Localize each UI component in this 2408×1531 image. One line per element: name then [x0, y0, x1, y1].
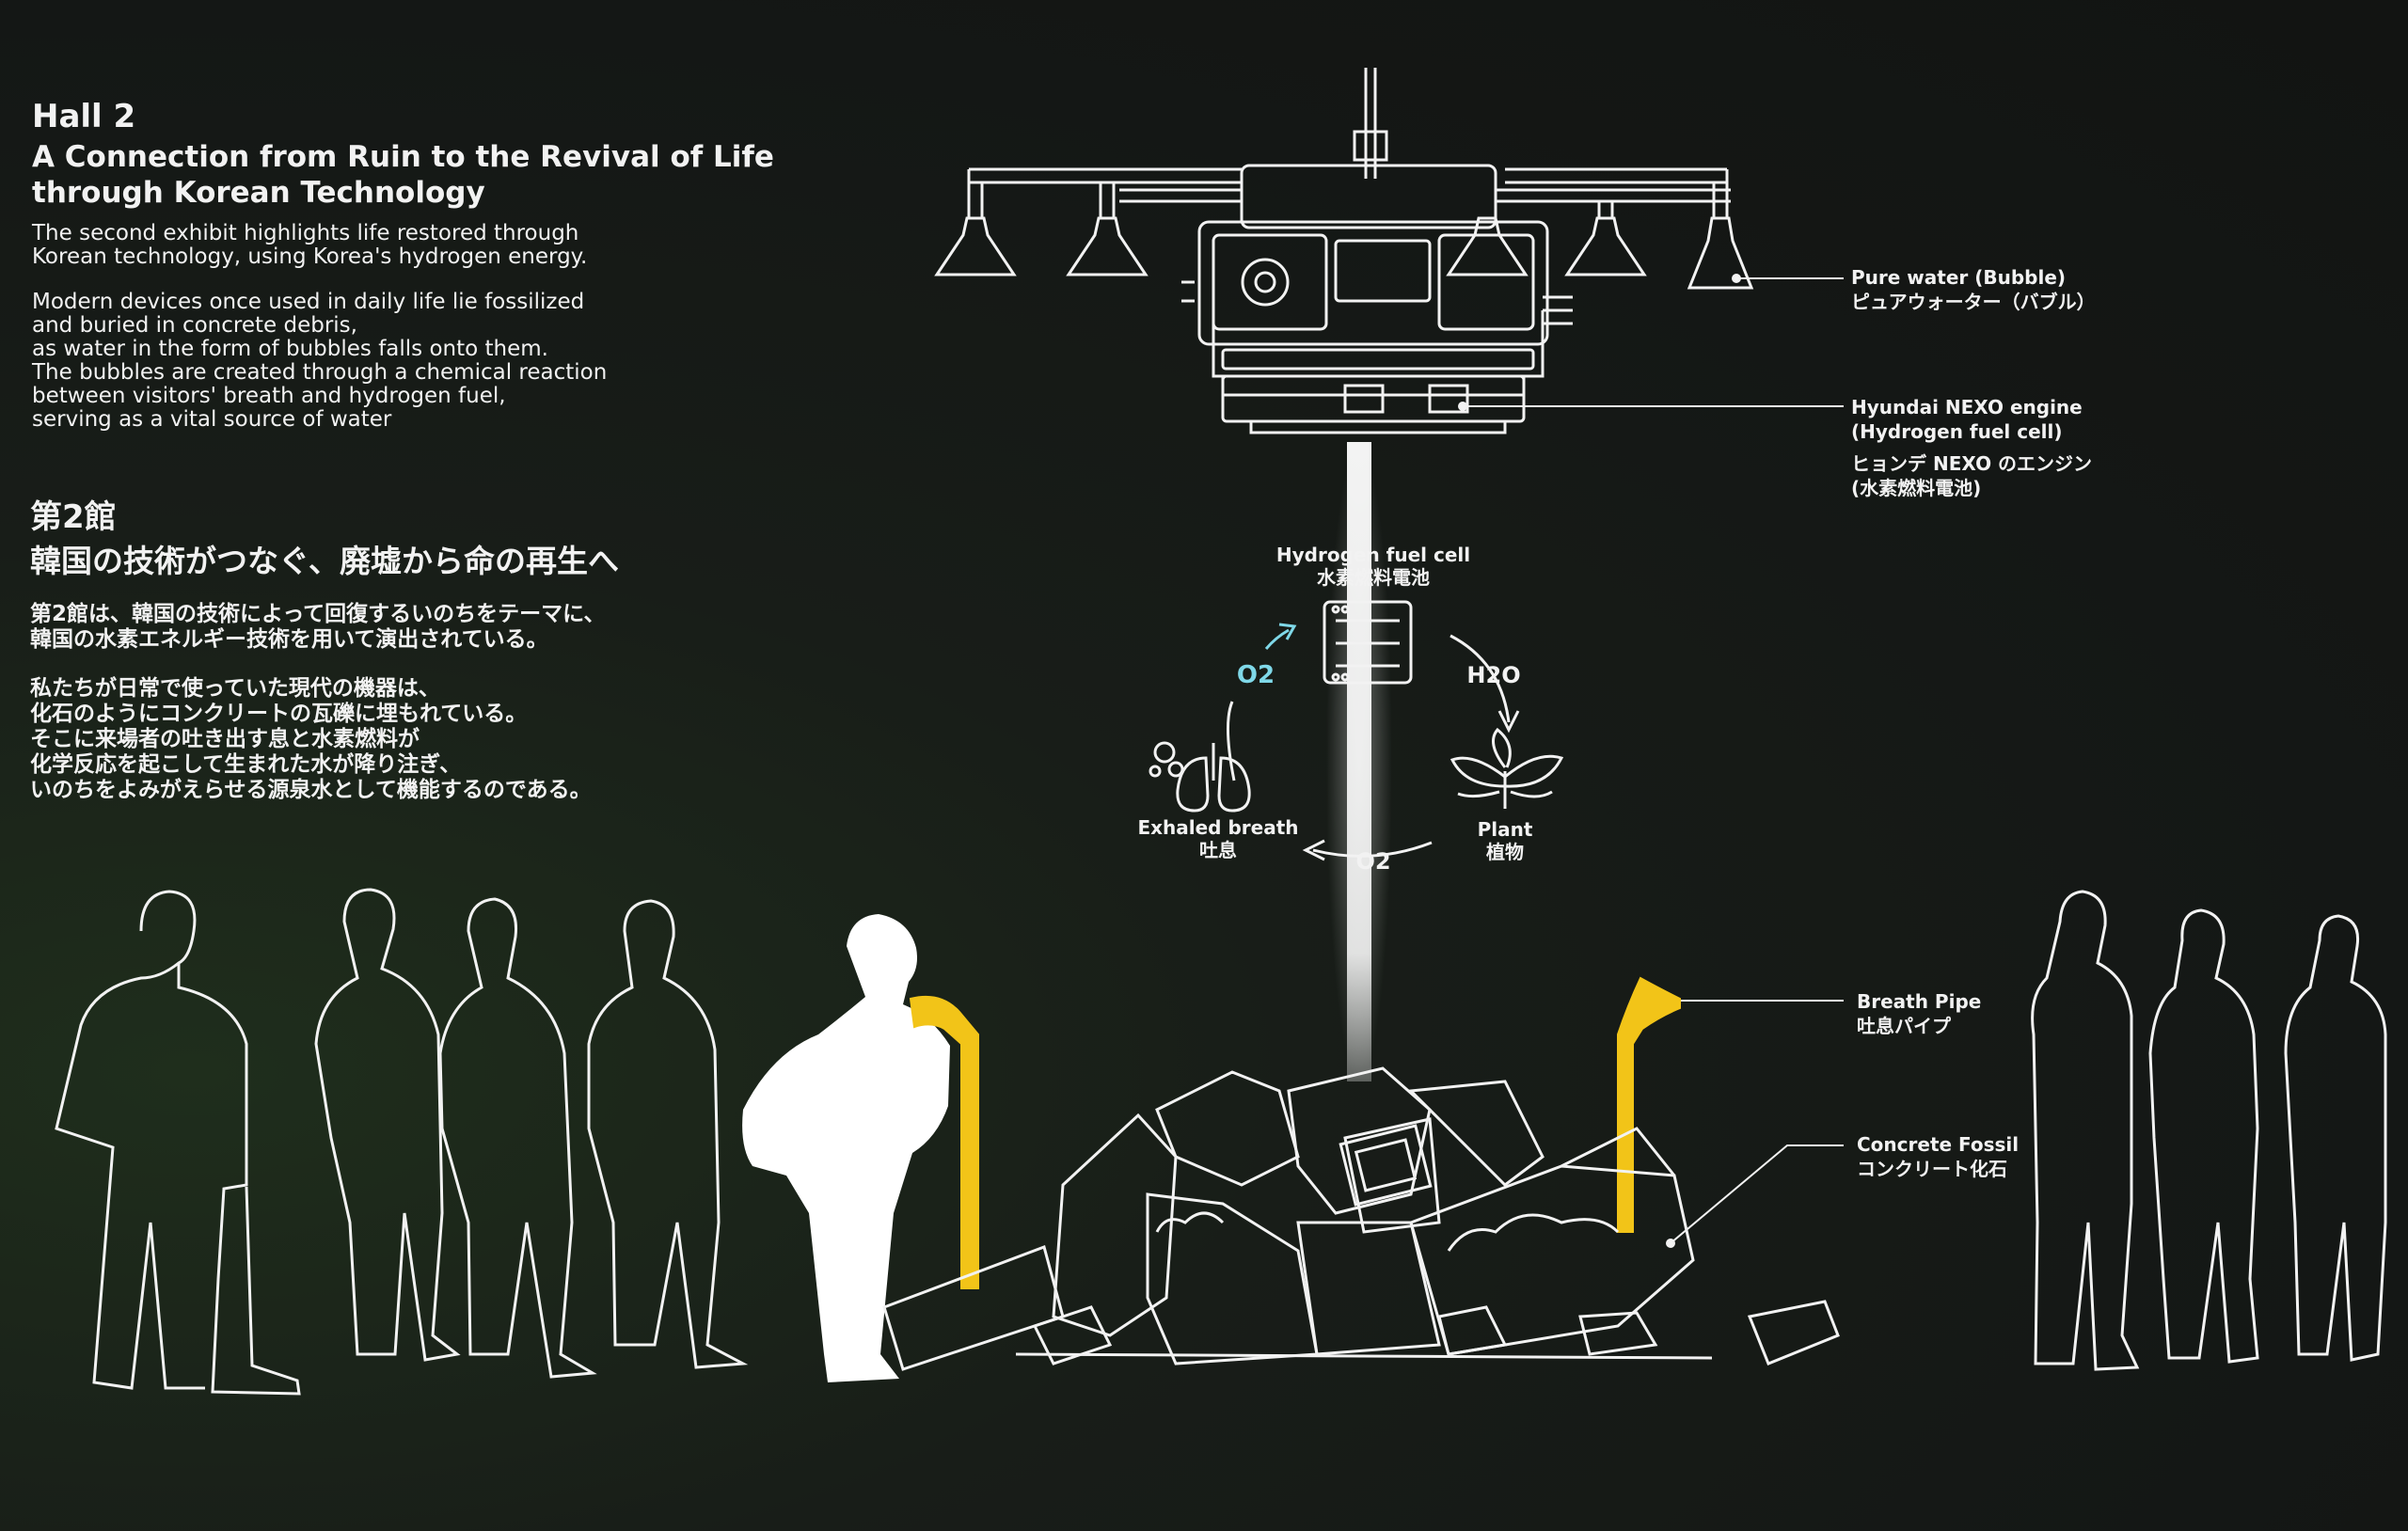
cycle-fuel-cell-label: Hydrogen fuel cell 水素燃料電池 [1275, 544, 1471, 589]
lungs-icon [1149, 741, 1251, 813]
paragraph: Modern devices once used in daily life l… [32, 290, 608, 432]
cycle-breath-label: Exhaled breath 吐息 [1137, 816, 1299, 861]
water-beam [1326, 442, 1392, 1081]
callout-concrete-fossil: Concrete Fossil コンクリート化石 [1857, 1133, 2020, 1180]
plant-icon [1450, 727, 1564, 809]
exhibit-title-en: A Connection from Ruin to the Revival of… [32, 140, 774, 210]
paragraph: The second exhibit highlights life resto… [32, 221, 588, 269]
nexo-engine [1181, 164, 1573, 434]
callout-breath-pipe: Breath Pipe 吐息パイプ [1857, 990, 1982, 1037]
visitor-blowing [742, 914, 950, 1382]
paragraph: 第2館は、韓国の技術によって回復するいのちをテーマに、 韓国の水素エネルギー技術… [30, 602, 606, 652]
cycle-o2-top-label: O2 [1236, 661, 1275, 689]
cycle-o2-bottom-label: O2 [1355, 848, 1391, 875]
arrow-to-breath [1312, 841, 1433, 858]
callout-pure-water: Pure water (Bubble) ピュアウォーター（バブル） [1851, 266, 2096, 313]
arrow-to-plant [1450, 634, 1511, 723]
fuel-cell-icon [1323, 600, 1413, 685]
concrete-fossil [882, 1066, 1840, 1371]
cycle-plant-label: Plant 植物 [1477, 818, 1533, 863]
hall-title-en: Hall 2 [32, 98, 136, 135]
breath-pipe-icon [909, 976, 1681, 1289]
cycle-diagram [1149, 600, 1564, 861]
exhibit-description-en: The second exhibit highlights life resto… [32, 222, 747, 453]
paragraph: 私たちが日常で使っていた現代の機器は、 化石のようにコンクリートの瓦礫に埋もれて… [30, 676, 592, 802]
cycle-h2o-label: H2O [1466, 662, 1521, 688]
visitor-silhouettes-left [55, 888, 749, 1396]
exhibit-title-jp: 韓国の技術がつなぐ、廃墟から命の再生へ [30, 543, 620, 579]
callout-engine: Hyundai NEXO engine (Hydrogen fuel cell)… [1851, 396, 2093, 499]
visitor-silhouettes-right [2031, 890, 2387, 1371]
hall-title-jp: 第2館 [30, 498, 117, 536]
exhibit-description-jp: 第2館は、韓国の技術によって回復するいのちをテーマに、 韓国の水素エネルギー技術… [30, 602, 745, 827]
bubble-apparatus [934, 68, 1754, 434]
